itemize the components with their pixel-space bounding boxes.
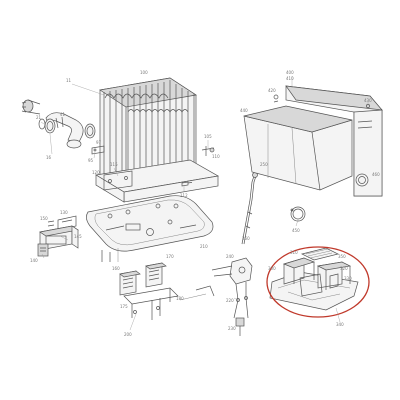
ignition-module-right[interactable] [145, 262, 167, 288]
callout-430: 430 [364, 98, 372, 103]
thermocouple-bracket[interactable] [91, 145, 105, 155]
highlight-outline [266, 246, 370, 318]
callout-250: 250 [260, 162, 268, 167]
callout-16: 16 [46, 155, 52, 160]
callout-300: 300 [268, 266, 276, 271]
callout-130: 130 [60, 210, 68, 215]
gasket-plate[interactable] [57, 215, 77, 231]
callout-145: 145 [74, 234, 82, 239]
washer[interactable] [290, 208, 294, 212]
sensor-clip[interactable] [201, 146, 215, 156]
callout-320: 320 [340, 266, 348, 271]
callout-450: 450 [292, 228, 300, 233]
burner-tube[interactable] [101, 248, 119, 262]
callout-210: 210 [200, 244, 208, 249]
burner-base-plate[interactable] [86, 195, 214, 252]
flue-probe[interactable] [241, 167, 265, 245]
flue-coupling[interactable] [84, 123, 96, 139]
flue-terminal[interactable] [21, 99, 41, 115]
callout-410: 410 [286, 76, 294, 81]
callout-140: 140 [30, 258, 38, 263]
module-holder[interactable] [123, 287, 179, 320]
callout-97: 97 [96, 140, 102, 145]
callout-115: 115 [110, 162, 118, 167]
gas-valve[interactable] [229, 257, 253, 319]
heat-exchanger-bracket[interactable] [103, 170, 133, 191]
gas-pipe[interactable] [179, 265, 233, 301]
callout-240: 240 [226, 254, 234, 259]
callout-170: 170 [166, 254, 174, 259]
callout-110: 110 [212, 154, 220, 159]
burner-box[interactable] [95, 159, 220, 203]
ignition-module-left[interactable] [119, 270, 141, 296]
callout-440: 440 [240, 108, 248, 113]
callout-112: 112 [180, 193, 188, 198]
callout-100: 100 [140, 70, 148, 75]
callout-labels: 11 16 21 41 95 97 100 105 110 112 115 12… [30, 70, 380, 337]
clamp-ring[interactable] [38, 118, 46, 130]
callout-460: 460 [372, 172, 380, 177]
callout-230: 230 [228, 326, 236, 331]
callout-420: 420 [268, 88, 276, 93]
callout-21: 21 [36, 115, 42, 120]
callout-330: 330 [344, 276, 352, 281]
inner-cover[interactable] [243, 105, 353, 191]
fastener[interactable] [47, 220, 55, 227]
callout-180: 180 [176, 296, 184, 301]
control-knob[interactable] [37, 243, 49, 257]
flue-seal-ring[interactable] [290, 206, 306, 222]
callout-95: 95 [88, 158, 94, 163]
callout-11: 11 [66, 78, 72, 83]
callout-160: 160 [112, 266, 120, 271]
callout-400: 400 [286, 70, 294, 75]
callout-150: 150 [40, 216, 48, 221]
callout-310: 310 [290, 250, 298, 255]
callout-220: 220 [226, 298, 234, 303]
callout-120: 120 [92, 170, 100, 175]
callout-340: 340 [336, 322, 344, 327]
callout-105: 105 [204, 134, 212, 139]
callout-200: 200 [124, 332, 132, 337]
callout-260: 260 [242, 236, 250, 241]
callout-175: 175 [120, 304, 128, 309]
callout-41: 41 [60, 112, 66, 117]
callout-350: 350 [338, 254, 346, 259]
outer-casing[interactable] [285, 85, 383, 197]
gas-inlet-fitting[interactable] [235, 317, 245, 336]
highlighted-component-box[interactable] [269, 247, 359, 311]
screw[interactable] [181, 181, 193, 187]
leader-lines [40, 76, 369, 331]
